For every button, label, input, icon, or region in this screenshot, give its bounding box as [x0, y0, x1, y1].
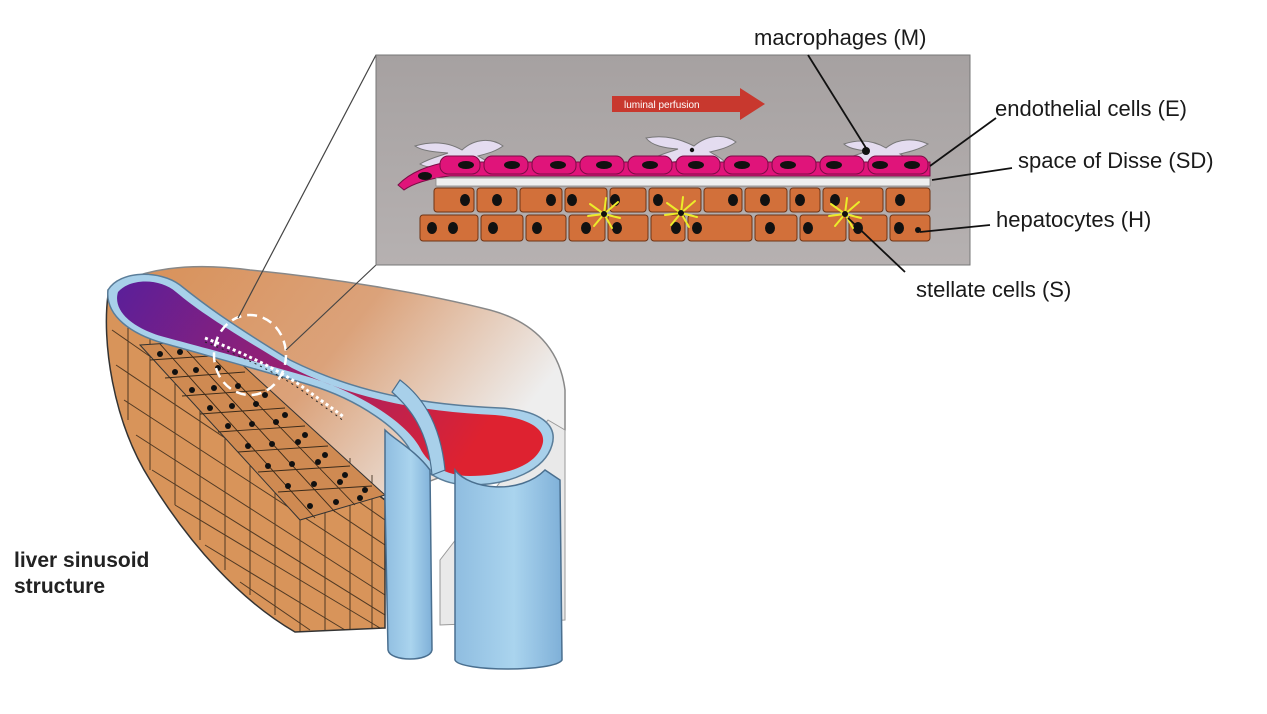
leader-stellate — [847, 217, 906, 273]
leader-hepatocytes — [919, 224, 991, 233]
label-hepatocytes: hepatocytes (H) — [996, 207, 1152, 232]
liver-block — [105, 265, 566, 670]
zoom-line-2 — [285, 264, 377, 351]
hepatocyte-grid-top — [138, 339, 386, 521]
hepatocyte-row-1 — [433, 187, 931, 213]
sinusoid-channel — [107, 273, 554, 486]
leader-lines — [807, 54, 1013, 273]
label-macrophages: macrophages (M) — [754, 25, 927, 50]
vessel-tube-left — [384, 379, 446, 660]
leader-disse — [931, 167, 1013, 181]
leader-endothelial — [929, 117, 997, 167]
endothelial-layer — [397, 155, 931, 191]
label-space-of-disse: space of Disse (SD) — [1018, 148, 1214, 173]
space-of-disse — [435, 177, 931, 187]
label-stellate-cells: stellate cells (S) — [916, 277, 1072, 302]
diagram-title: liver sinusoid structure — [14, 548, 149, 601]
title-line-1: liver sinusoid — [14, 549, 150, 572]
hepatocyte-row-2 — [419, 214, 931, 242]
stellate-cells — [587, 196, 862, 229]
leader-macrophages — [807, 54, 867, 149]
zoom-line-1 — [237, 54, 377, 319]
title-line-2: structure — [14, 575, 106, 599]
label-endothelial-cells: endothelial cells (E) — [995, 96, 1187, 121]
vessel-tube-right — [454, 467, 563, 670]
zoom-circle — [212, 313, 288, 397]
inset-panel: luminal perfusion — [375, 54, 971, 266]
endothelium-dashed-line — [204, 336, 346, 420]
perfusion-label: luminal perfusion — [624, 100, 700, 111]
perfusion-arrow: luminal perfusion — [612, 88, 765, 120]
